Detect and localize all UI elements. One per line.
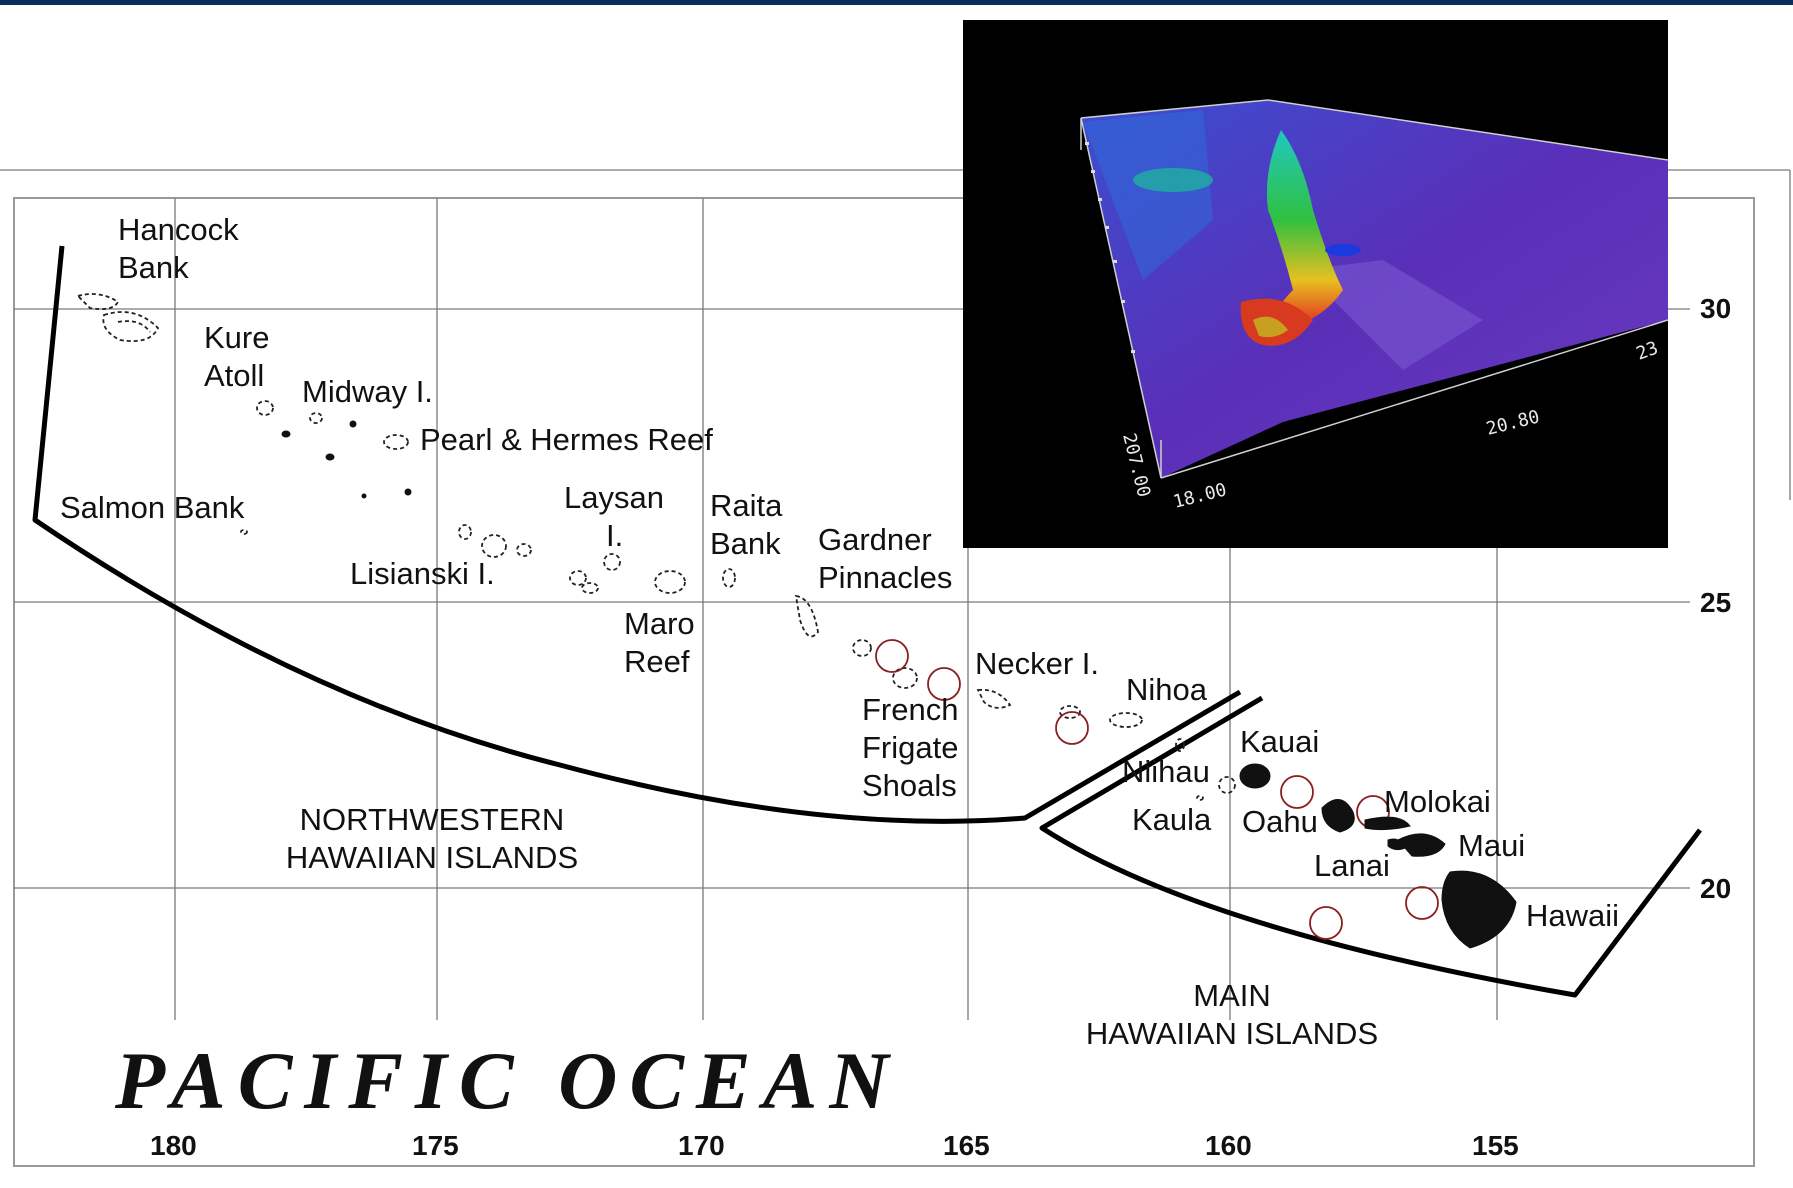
inset-left-ticks bbox=[1085, 142, 1135, 353]
lat-tick-30: 30 bbox=[1700, 293, 1731, 324]
lat-tick-20: 20 bbox=[1700, 873, 1731, 904]
label-nihoa: Nihoa bbox=[1126, 672, 1208, 707]
label-raita-bank-1: Raita bbox=[710, 488, 783, 523]
lon-tick-160: 160 bbox=[1205, 1130, 1252, 1161]
island-ridge bbox=[1266, 130, 1343, 330]
graticule bbox=[14, 198, 1690, 1020]
inset-tick-20-80: 20.80 bbox=[1484, 406, 1542, 439]
label-french-frigate-1: French bbox=[862, 692, 958, 727]
label-kure-atoll-2: Atoll bbox=[204, 358, 264, 393]
inset-bounding-box bbox=[1080, 99, 1668, 479]
label-gardner-pinnacles-1: Gardner bbox=[818, 522, 932, 557]
lat-tick-25: 25 bbox=[1700, 587, 1731, 618]
label-salmon-bank: Salmon Bank bbox=[60, 490, 245, 525]
top-border-bar bbox=[0, 0, 1793, 5]
peak-shoulder bbox=[1253, 316, 1288, 338]
longitude-ticks: 180 175 170 165 160 155 bbox=[150, 1130, 1519, 1161]
label-necker: Necker I. bbox=[975, 646, 1099, 681]
map-frame bbox=[13, 197, 1755, 1167]
lon-tick-180: 180 bbox=[150, 1130, 197, 1161]
region-nw-line1: NORTHWESTERN bbox=[300, 802, 565, 837]
label-french-frigate-3: Shoals bbox=[862, 768, 957, 803]
lon-tick-155: 155 bbox=[1472, 1130, 1519, 1161]
label-kaula: Kaula bbox=[1132, 802, 1212, 837]
label-molokai: Molokai bbox=[1384, 784, 1491, 819]
label-maro-reef-1: Maro bbox=[624, 606, 695, 641]
label-hancock-bank-2: Bank bbox=[118, 250, 189, 285]
label-lisianski: Lisianski I. bbox=[350, 556, 495, 591]
place-labels: Hancock Bank Kure Atoll Midway I. Pearl … bbox=[60, 212, 1619, 933]
label-oahu: Oahu bbox=[1242, 804, 1318, 839]
northwestern-boundary-line bbox=[32, 245, 1242, 824]
deep-spot bbox=[1325, 244, 1361, 256]
shallow-shelf bbox=[1083, 110, 1213, 280]
label-kure-atoll-1: Kure bbox=[204, 320, 269, 355]
label-kauai: Kauai bbox=[1240, 724, 1319, 759]
seafloor-light-patch bbox=[1303, 260, 1483, 370]
inset-tick-18: 18.00 bbox=[1171, 479, 1229, 512]
label-maro-reef-2: Reef bbox=[624, 644, 690, 679]
main-island-landmasses bbox=[1175, 738, 1517, 949]
label-hawaii: Hawaii bbox=[1526, 898, 1619, 933]
ocean-label: PACIFIC OCEAN bbox=[114, 1035, 901, 1126]
seamount-cluster bbox=[1133, 168, 1213, 192]
bathymetry-3d-render: 18.00 20.80 207.00 23 bbox=[1080, 99, 1668, 513]
label-midway: Midway I. bbox=[302, 374, 433, 409]
lon-tick-175: 175 bbox=[412, 1130, 459, 1161]
label-maui: Maui bbox=[1458, 828, 1525, 863]
northwestern-island-outlines bbox=[76, 293, 1143, 728]
region-main-line2: HAWAIIAN ISLANDS bbox=[1086, 1016, 1378, 1051]
lon-tick-165: 165 bbox=[943, 1130, 990, 1161]
survey-rings bbox=[875, 639, 1439, 940]
inset-tick-23: 23 bbox=[1634, 338, 1662, 365]
label-lanai: Lanai bbox=[1314, 848, 1390, 883]
label-hancock-bank-1: Hancock bbox=[118, 212, 239, 247]
label-raita-bank-2: Bank bbox=[710, 526, 781, 561]
region-labels: NORTHWESTERN HAWAIIAN ISLANDS MAIN HAWAI… bbox=[286, 802, 1378, 1051]
label-gardner-pinnacles-2: Pinnacles bbox=[818, 560, 952, 595]
main-islands-boundary-line bbox=[1039, 695, 1702, 998]
region-main-line1: MAIN bbox=[1193, 978, 1271, 1013]
lon-tick-170: 170 bbox=[678, 1130, 725, 1161]
label-pearl-hermes-reef: Pearl & Hermes Reef bbox=[420, 422, 713, 457]
latitude-ticks: 30 25 20 bbox=[1700, 293, 1731, 904]
bathymetry-inset: 18.00 20.80 207.00 23 bbox=[963, 20, 1668, 548]
inset-tick-207: 207.00 bbox=[1118, 431, 1154, 499]
label-niihau: Niihau bbox=[1122, 754, 1210, 789]
label-laysan-1: Laysan bbox=[564, 480, 664, 515]
label-laysan-2: I. bbox=[606, 518, 623, 553]
label-french-frigate-2: Frigate bbox=[862, 730, 958, 765]
region-nw-line2: HAWAIIAN ISLANDS bbox=[286, 840, 578, 875]
